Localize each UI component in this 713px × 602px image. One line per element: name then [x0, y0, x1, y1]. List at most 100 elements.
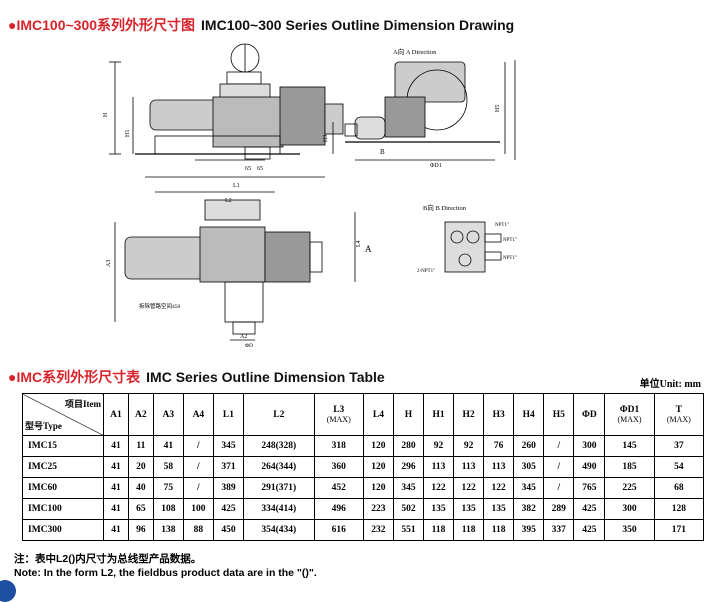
label-d1: ΦD1 — [430, 163, 442, 169]
table-cell: 223 — [362, 498, 394, 520]
column-header-label: A3 — [162, 409, 175, 420]
table-cell: 118 — [483, 519, 515, 541]
corner-decoration-icon — [0, 580, 16, 602]
table-cell: 291(371) — [242, 477, 315, 499]
table-cell: 113 — [483, 456, 515, 478]
label-tubing-space: 拆除管路空间450 — [139, 302, 181, 310]
column-header: A4 — [182, 393, 214, 436]
table-cell: 76 — [483, 435, 515, 457]
corner-item-label: 项目Item — [65, 399, 101, 409]
column-header: L4 — [362, 393, 394, 436]
table-cell: 300 — [604, 498, 655, 520]
label-a3: A3 — [106, 260, 112, 267]
table-cell: 334(414) — [242, 498, 315, 520]
table-cell: 296 — [392, 456, 425, 478]
column-header-label: L2 — [273, 409, 285, 420]
model-cell: IMC60 — [22, 477, 104, 499]
table-cell: / — [182, 456, 214, 478]
table-cell: 40 — [127, 477, 154, 499]
column-header: ΦD — [573, 393, 606, 436]
label-a2: A2 — [240, 334, 247, 340]
table-cell: 41 — [103, 435, 129, 457]
model-cell: IMC25 — [22, 456, 104, 478]
table-cell: 345 — [513, 477, 545, 499]
column-header: A2 — [127, 393, 154, 436]
column-header-label: A2 — [135, 409, 147, 420]
table-cell: 490 — [573, 456, 606, 478]
table-section-title: ●IMC系列外形尺寸表 IMC Series Outline Dimension … — [8, 367, 385, 387]
label-l1: L1 — [233, 183, 240, 189]
column-header-label: ΦD1 — [619, 405, 640, 415]
column-header-label: T — [675, 405, 682, 415]
table-cell: 382 — [513, 498, 545, 520]
label-r65b: 65 — [257, 166, 263, 172]
table-cell: 452 — [313, 477, 364, 499]
column-header-label: A1 — [110, 409, 122, 420]
table-cell: 138 — [152, 519, 184, 541]
unit-label: 单位Unit: mm — [639, 379, 701, 390]
table-cell: 171 — [653, 519, 705, 541]
column-header: ΦD1(MAX) — [604, 393, 655, 436]
table-cell: 58 — [152, 456, 184, 478]
column-header-sub: (MAX) — [666, 415, 691, 424]
table-cell: 120 — [362, 477, 394, 499]
table-cell: 185 — [604, 456, 655, 478]
note-en: Note: In the form L2, the fieldbus produ… — [14, 567, 317, 579]
table-cell: 280 — [392, 435, 425, 457]
table-cell: 41 — [103, 456, 129, 478]
drawing-title-en: IMC100~300 Series Outline Dimension Draw… — [201, 17, 515, 33]
table-cell: 118 — [422, 519, 455, 541]
table-cell: 318 — [313, 435, 364, 457]
table-cell: 41 — [103, 477, 129, 499]
table-cell: 120 — [362, 456, 394, 478]
table-cell: 92 — [453, 435, 485, 457]
column-header-label: H2 — [462, 409, 475, 420]
table-cell: 360 — [313, 456, 364, 478]
bullet-dot-icon: ● — [8, 369, 17, 385]
table-cell: 135 — [483, 498, 515, 520]
table-cell: 65 — [127, 498, 154, 520]
column-header: L1 — [212, 393, 244, 436]
table-cell: 551 — [392, 519, 425, 541]
table-cell: 765 — [573, 477, 606, 499]
table-cell: 425 — [212, 498, 244, 520]
table-cell: 496 — [313, 498, 364, 520]
table-title-cn: IMC系列外形尺寸表 — [16, 369, 141, 385]
drawing-title-cn: IMC100~300系列外形尺寸图 — [16, 17, 196, 33]
table-cell: 354(434) — [242, 519, 315, 541]
table-cell: 135 — [422, 498, 455, 520]
table-corner-cell: 项目Item 型号Type — [22, 393, 104, 436]
table-cell: 389 — [212, 477, 244, 499]
table-cell: 11 — [127, 435, 154, 457]
table-cell: 305 — [513, 456, 545, 478]
model-cell: IMC15 — [22, 435, 104, 457]
model-cell: IMC100 — [22, 498, 104, 520]
table-cell: 20 — [127, 456, 154, 478]
table-cell: 145 — [604, 435, 655, 457]
label-h5: H5 — [495, 105, 501, 112]
table-cell: / — [543, 477, 575, 499]
table-cell: 232 — [362, 519, 394, 541]
label-b-arrow: B — [380, 148, 385, 156]
column-header: H2 — [453, 393, 485, 436]
column-header-label: ΦD — [581, 409, 597, 420]
column-header-label: A4 — [192, 409, 205, 420]
label-b-direction: B向 B Direction — [423, 203, 467, 212]
table-title-en: IMC Series Outline Dimension Table — [146, 369, 385, 385]
table-cell: 425 — [573, 498, 606, 520]
table-cell: / — [543, 435, 575, 457]
table-cell: 135 — [453, 498, 485, 520]
table-cell: 96 — [127, 519, 154, 541]
column-header: L2 — [242, 393, 315, 436]
table-cell: 41 — [103, 519, 129, 541]
table-cell: 225 — [604, 477, 655, 499]
side-view — [109, 43, 344, 161]
table-cell: 337 — [543, 519, 575, 541]
table-cell: 100 — [182, 498, 214, 520]
label-npt4: 2-NPT1" — [417, 269, 435, 274]
label-a-arrow: A — [365, 244, 372, 254]
